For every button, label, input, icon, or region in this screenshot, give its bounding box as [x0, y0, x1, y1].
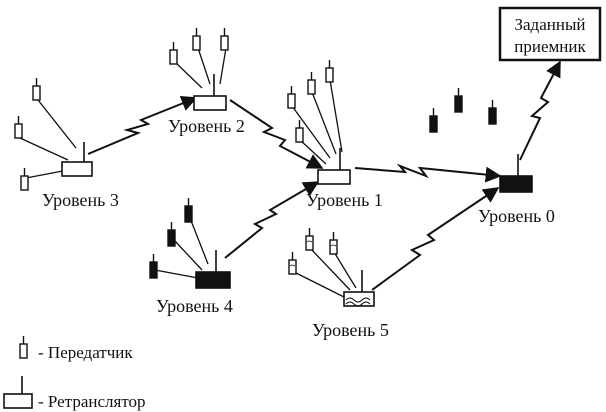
level4-label: Уровень 4 — [156, 296, 233, 316]
legend: - Передатчик - Ретранслятор — [3, 336, 146, 411]
target-receiver: Заданный приемник — [498, 6, 602, 62]
target-line2: приемник — [514, 37, 586, 56]
level2-label: Уровень 2 — [168, 116, 245, 136]
link-level5-to-level0 — [371, 187, 500, 291]
relay-level0 — [499, 154, 533, 193]
relay-level1 — [317, 148, 351, 185]
level0-label: Уровень 0 — [478, 206, 555, 226]
legend-relay-label: - Ретранслятор — [38, 392, 146, 411]
link-level0-to-target — [519, 60, 561, 161]
link-level3-to-level2 — [87, 95, 198, 155]
level3-label: Уровень 3 — [42, 190, 119, 210]
transmitters — [14, 28, 497, 279]
legend-relay-icon — [3, 376, 33, 409]
legend-transmitter-icon — [19, 336, 28, 359]
relay-level3 — [61, 142, 93, 177]
links — [87, 60, 561, 291]
link-level2-to-level1 — [229, 99, 324, 169]
link-level4-to-level1 — [224, 181, 320, 259]
level1-label: Уровень 1 — [306, 190, 383, 210]
relay-level2 — [193, 74, 227, 111]
target-line1: Заданный — [515, 15, 586, 34]
relay-level5 — [343, 270, 375, 307]
level5-label: Уровень 5 — [312, 320, 389, 340]
relay-level4 — [195, 250, 231, 289]
link-level1-to-level0 — [354, 163, 502, 183]
legend-transmitter-label: - Передатчик — [38, 343, 133, 362]
transmitter-lines — [19, 47, 357, 299]
